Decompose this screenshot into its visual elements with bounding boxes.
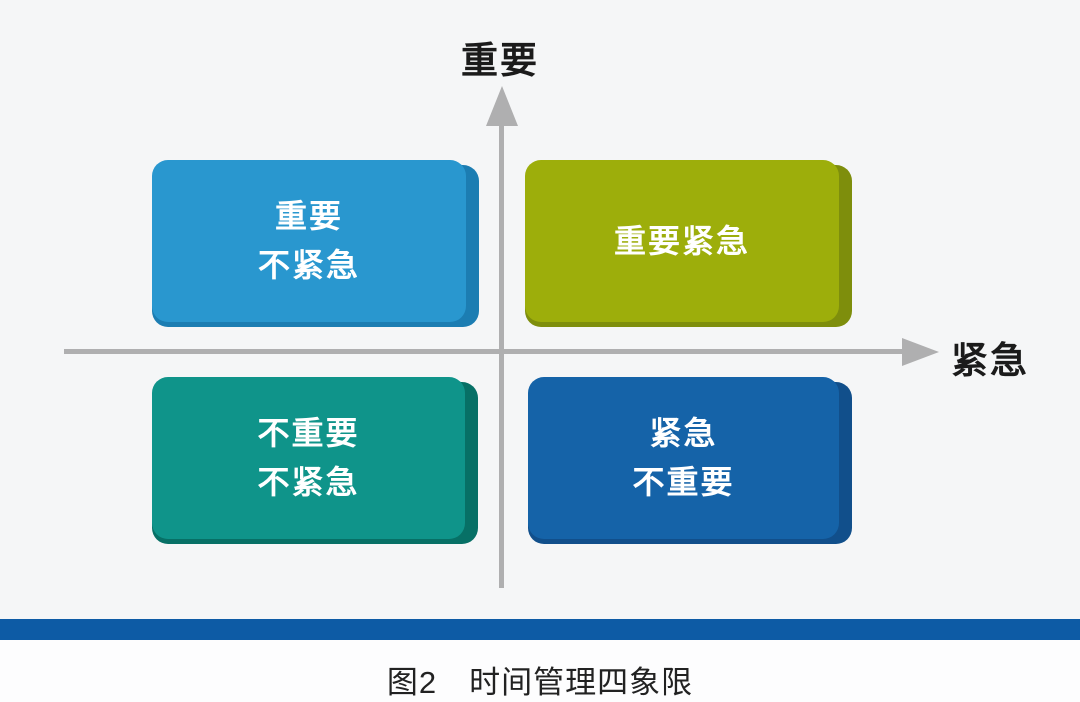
quadrant-label-line: 不紧急 <box>257 464 360 500</box>
arrow-up-icon <box>486 86 518 126</box>
quadrant-label-line: 不重要 <box>632 464 735 500</box>
quadrant-urgent-not-important: 紧急 不重要 <box>528 377 852 544</box>
quadrant-important-not-urgent: 重要 不紧急 <box>152 160 479 327</box>
quadrant-label-line: 重要紧急 <box>613 222 750 259</box>
card-face: 重要紧急 <box>525 160 839 322</box>
y-axis-label: 重要 <box>461 40 539 81</box>
quadrant-label-line: 不重要 <box>257 415 360 451</box>
figure-title: 时间管理四象限 <box>469 665 694 700</box>
vertical-axis-line <box>499 120 504 588</box>
card-face: 不重要 不紧急 <box>152 377 465 539</box>
card-face: 紧急 不重要 <box>528 377 839 539</box>
x-axis-label: 紧急 <box>951 340 1029 381</box>
divider-bar <box>0 619 1080 640</box>
quadrant-important-urgent: 重要紧急 <box>525 160 852 327</box>
quadrant-label-line: 重要 <box>274 198 343 234</box>
figure-caption: 图2 时间管理四象限 <box>0 657 1080 702</box>
quadrant-not-important-not-urgent: 不重要 不紧急 <box>152 377 478 544</box>
quadrant-label-line: 紧急 <box>649 415 718 451</box>
horizontal-axis-line <box>64 349 907 354</box>
card-face: 重要 不紧急 <box>152 160 466 322</box>
arrow-right-icon <box>902 338 939 366</box>
figure-number: 图2 <box>386 665 438 700</box>
quadrant-label-line: 不紧急 <box>257 247 360 283</box>
